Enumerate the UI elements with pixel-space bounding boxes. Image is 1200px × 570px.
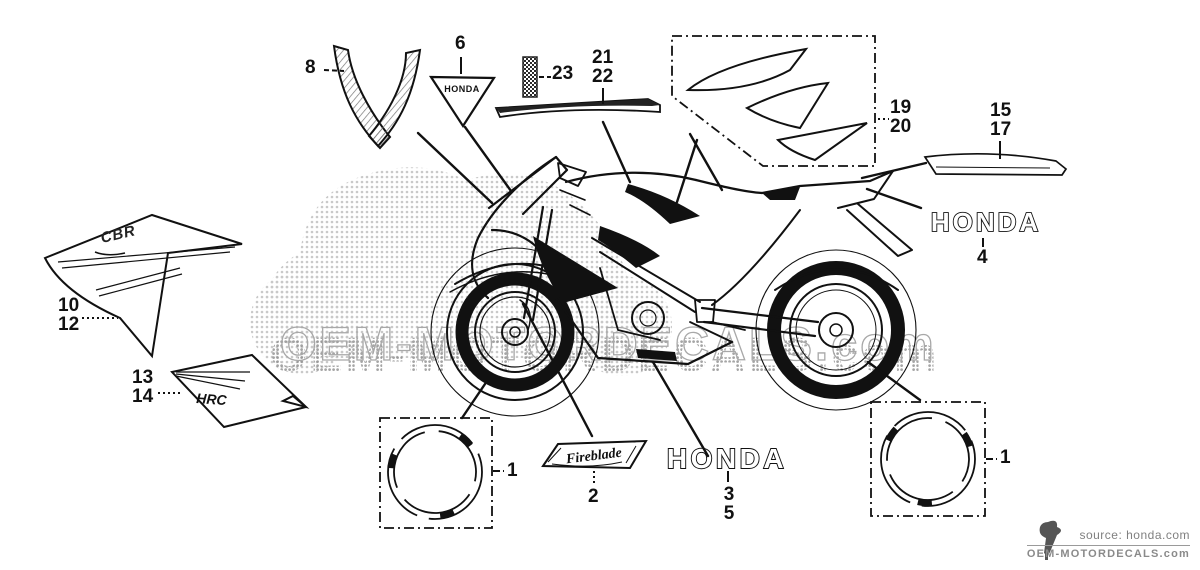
motorcycle-line-art	[430, 155, 917, 417]
decal-thin-stripe-21-22	[494, 98, 661, 118]
rear-wheel	[700, 249, 917, 411]
decal-honda-badge-lower: HONDA	[667, 443, 787, 474]
decal-lower-panel-13-14: HRC	[170, 353, 310, 429]
part-label-1-left: 1	[507, 460, 518, 481]
decal-tank-stripe-set-19-20	[671, 35, 876, 167]
decal-small-label-23	[522, 56, 538, 98]
source-credit: source: honda.com OEM-MOTORDECALS.com	[1026, 528, 1190, 560]
decal-honda-badge-rear: HONDA	[931, 207, 1041, 237]
decal-windscreen-v-stripe	[332, 44, 422, 150]
part-label-6: 6	[455, 33, 466, 54]
bodywork	[449, 155, 913, 366]
decal-rim-stripe-left	[379, 417, 493, 529]
decal-cowl-stripe-15-17	[923, 152, 1068, 176]
part-label-4: 4	[977, 247, 988, 268]
triangle-honda-text: HONDA	[444, 84, 480, 94]
woodpecker-logo	[1039, 520, 1061, 560]
front-wheel	[430, 247, 600, 417]
decal-fireblade-badge: Fireblade	[541, 439, 648, 470]
decal-side-panel-10-12: CBR	[43, 213, 243, 359]
applied-black-decals	[533, 184, 800, 361]
lower-panel-hrc-text: HRC	[196, 390, 228, 408]
part-label-23: 23	[552, 63, 574, 84]
part-label-2: 2	[588, 486, 599, 507]
source-label: source: honda.com	[1079, 528, 1190, 542]
part-label-8: 8	[305, 57, 316, 78]
label-connectors	[82, 57, 1001, 485]
part-label-1-right: 1	[1000, 447, 1011, 468]
fireblade-text: Fireblade	[564, 446, 622, 468]
watermark-halftone: OEM-MOTORDECALS.com	[270, 329, 939, 382]
decal-triangle-honda-mark: HONDA	[428, 75, 496, 129]
source-brand: OEM-MOTORDECALS.com	[1026, 545, 1190, 560]
decal-rim-stripe-right	[870, 401, 986, 517]
leader-lines	[416, 120, 928, 458]
